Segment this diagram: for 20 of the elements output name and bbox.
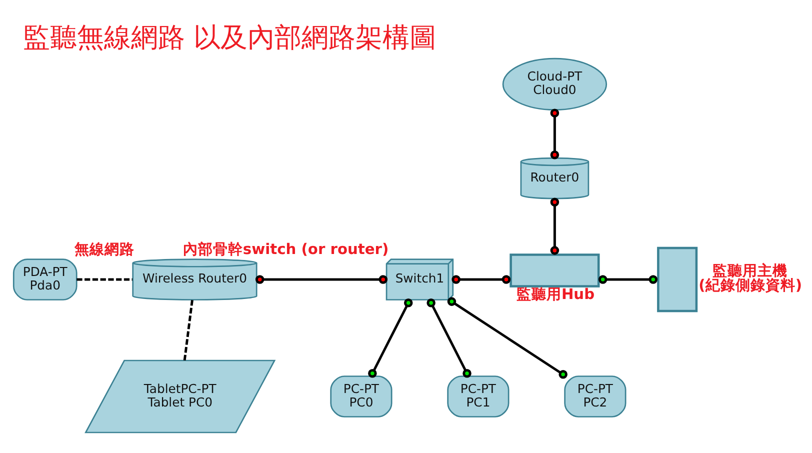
connector — [426, 298, 471, 378]
connector — [550, 108, 559, 160]
diagram-title: 監聽無線網路 以及內部網路架構圖 — [22, 22, 436, 54]
connector — [76, 278, 132, 281]
node-box: PC-PT PC1 — [446, 376, 509, 418]
node-box: PC-PT PC2 — [564, 376, 626, 418]
connector — [451, 275, 510, 284]
connector — [446, 297, 567, 379]
node-label: 內部骨幹switch (or router) — [182, 241, 388, 258]
node-box: PC-PT PC0 — [330, 376, 392, 418]
connector — [368, 298, 412, 378]
connector — [550, 198, 559, 255]
connector — [254, 275, 388, 284]
node-ellipse: Cloud-PT Cloud0 — [502, 58, 607, 110]
node-label: (紀錄側錄資料) — [698, 277, 802, 294]
node-box: PDA-PT Pda0 — [12, 258, 77, 300]
node-label: 無線網路 — [74, 241, 134, 258]
connector — [598, 275, 658, 284]
connector — [182, 300, 193, 361]
node-label: 監聽用Hub — [516, 286, 594, 304]
